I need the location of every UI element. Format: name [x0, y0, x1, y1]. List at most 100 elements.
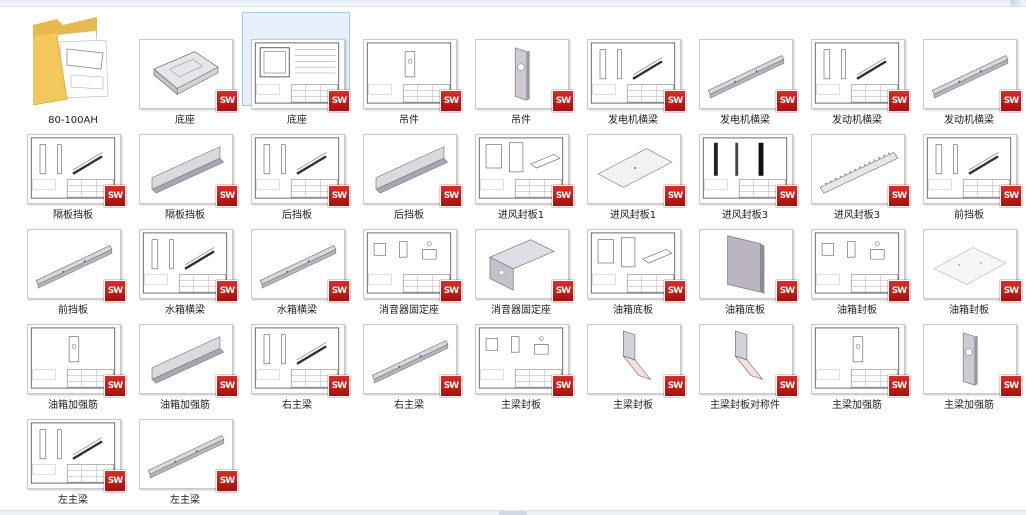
solidworks-icon: SW [104, 280, 126, 302]
file-name-label: 发电机横梁 [608, 115, 658, 126]
file-item[interactable]: SW 吊件 [466, 12, 574, 126]
drawing-thumbnail: SW [251, 134, 350, 207]
solidworks-icon: SW [216, 375, 238, 397]
file-item[interactable]: SW 主梁加强筋 [802, 297, 910, 411]
file-name-label: 吊件 [511, 115, 531, 126]
solidworks-icon: SW [888, 375, 910, 397]
drawing-thumbnail: SW [363, 39, 462, 112]
drawing-thumbnail: SW [923, 134, 1022, 207]
file-item[interactable]: SW 消音器固定座 [354, 202, 462, 316]
drawing-thumbnail: SW [587, 229, 686, 302]
file-item[interactable]: SW 水箱横梁 [130, 202, 238, 316]
file-name-label: 后挡板 [394, 210, 424, 221]
file-name-label: 消音器固定座 [379, 305, 439, 316]
resize-grip[interactable] [1010, 0, 1024, 6]
file-item[interactable]: SW 油箱底板 [578, 202, 686, 316]
solidworks-icon: SW [104, 470, 126, 492]
file-item[interactable]: SW 前挡板 [914, 107, 1022, 221]
part-thumbnail: SW [251, 229, 350, 302]
file-name-label: 水箱横梁 [277, 305, 317, 316]
folder-item[interactable]: 80-100AH [18, 12, 126, 126]
file-item[interactable]: SW 后挡板 [242, 107, 350, 221]
file-item[interactable]: SW 后挡板 [354, 107, 462, 221]
solidworks-icon: SW [552, 375, 574, 397]
file-item[interactable]: SW 发动机横梁 [802, 12, 910, 126]
file-item[interactable]: SW 进风封板1 [466, 107, 574, 221]
solidworks-icon: SW [664, 185, 686, 207]
file-item[interactable]: SW 前挡板 [18, 202, 126, 316]
drawing-thumbnail: SW [363, 229, 462, 302]
file-name-label: 前挡板 [58, 305, 88, 316]
file-name-label: 底座 [287, 115, 307, 126]
solidworks-icon: SW [1000, 90, 1022, 112]
part-thumbnail: SW [363, 134, 462, 207]
file-name-label: 发动机横梁 [832, 115, 882, 126]
folder-icon [27, 13, 117, 109]
part-thumbnail: SW [811, 134, 910, 207]
solidworks-icon: SW [776, 280, 798, 302]
file-item[interactable]: SW 吊件 [354, 12, 462, 126]
file-name-label: 隔板挡板 [53, 210, 93, 221]
drawing-thumbnail: SW [27, 419, 126, 492]
solidworks-icon: SW [552, 90, 574, 112]
part-thumbnail: SW [923, 39, 1022, 112]
window-top-edge [0, 0, 1026, 7]
drawing-thumbnail: SW [811, 39, 910, 112]
file-name-label: 消音器固定座 [491, 305, 551, 316]
solidworks-icon: SW [552, 185, 574, 207]
file-name-label: 油箱加强筋 [160, 400, 210, 411]
drawing-thumbnail: SW [811, 324, 910, 397]
part-thumbnail: SW [475, 39, 574, 112]
file-name-label: 主梁加强筋 [832, 400, 882, 411]
file-item[interactable]: SW 水箱横梁 [242, 202, 350, 316]
part-thumbnail: SW [699, 324, 798, 397]
file-name-label: 油箱底板 [613, 305, 653, 316]
file-name-label: 吊件 [399, 115, 419, 126]
file-name-label: 后挡板 [282, 210, 312, 221]
file-name-label: 进风封板3 [721, 210, 769, 221]
part-thumbnail: SW [699, 229, 798, 302]
solidworks-icon: SW [552, 280, 574, 302]
drawing-thumbnail: SW [27, 324, 126, 397]
file-name-label: 主梁封板对称件 [710, 400, 780, 411]
solidworks-icon: SW [1000, 375, 1022, 397]
file-name-label: 水箱横梁 [165, 305, 205, 316]
part-thumbnail: SW [587, 134, 686, 207]
file-name-label: 油箱加强筋 [48, 400, 98, 411]
file-name-label: 前挡板 [954, 210, 984, 221]
part-thumbnail: SW [139, 324, 238, 397]
file-name-label: 80-100AH [48, 115, 98, 126]
drawing-thumbnail: SW [139, 229, 238, 302]
file-item[interactable]: SW 主梁封板对称件 [690, 297, 798, 411]
bottom-grip[interactable] [499, 511, 527, 515]
solidworks-icon: SW [664, 375, 686, 397]
file-item[interactable]: SW 油箱加强筋 [18, 297, 126, 411]
file-item[interactable]: SW 油箱加强筋 [130, 297, 238, 411]
file-name-label: 油箱封板 [837, 305, 877, 316]
part-thumbnail: SW [27, 229, 126, 302]
window-bottom-edge [0, 510, 1026, 515]
part-thumbnail: SW [139, 134, 238, 207]
file-name-label: 进风封板1 [497, 210, 545, 221]
